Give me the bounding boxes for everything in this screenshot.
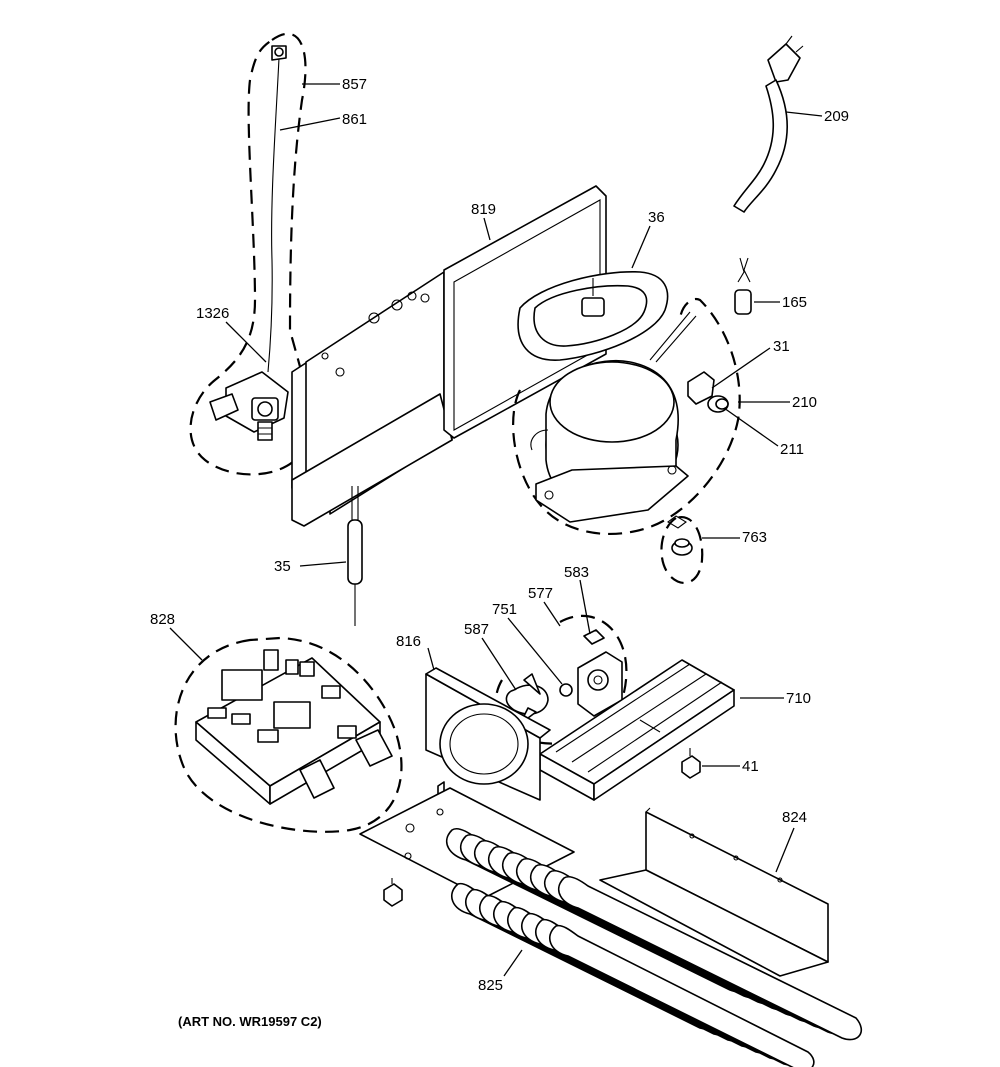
relay-overload-parts xyxy=(687,371,729,413)
art-number-caption: (ART NO. WR19597 C2) xyxy=(178,1014,322,1029)
back-panel xyxy=(291,185,607,527)
screw-41 xyxy=(681,748,701,779)
water-valve-group xyxy=(189,32,310,476)
callout-165: 165 xyxy=(782,294,807,311)
callout-209: 209 xyxy=(824,108,849,125)
callout-36: 36 xyxy=(648,209,665,226)
condenser-coil xyxy=(446,827,862,1067)
callout-1326: 1326 xyxy=(196,305,229,322)
coil-loop xyxy=(558,875,862,1041)
coil-loop-lower xyxy=(548,924,815,1067)
compressor-tray xyxy=(517,271,697,363)
callout-583: 583 xyxy=(564,564,589,581)
leader-lines xyxy=(169,83,823,977)
callout-857: 857 xyxy=(342,76,367,93)
callout-828: 828 xyxy=(150,611,175,628)
callout-861: 861 xyxy=(342,111,367,128)
fan-shroud xyxy=(425,667,551,801)
fan-motor-group xyxy=(494,614,628,745)
callout-31: 31 xyxy=(773,338,790,355)
callout-labels: 857 861 209 819 36 165 1326 31 210 211 7… xyxy=(150,76,849,994)
callout-763: 763 xyxy=(742,529,767,546)
callout-710: 710 xyxy=(786,690,811,707)
base-rails xyxy=(539,659,735,801)
callout-577: 577 xyxy=(528,585,553,602)
callout-210: 210 xyxy=(792,394,817,411)
callout-211: 211 xyxy=(780,441,804,458)
callout-35: 35 xyxy=(274,558,291,575)
callout-41: 41 xyxy=(742,758,759,775)
control-board-group xyxy=(174,636,403,833)
power-cord xyxy=(733,35,804,213)
callout-825: 825 xyxy=(478,977,503,994)
grommet-group xyxy=(660,515,704,584)
callout-819: 819 xyxy=(471,201,496,218)
callout-587: 587 xyxy=(464,621,489,638)
drain-pan xyxy=(599,807,829,977)
compressor-group xyxy=(512,297,741,535)
callout-751: 751 xyxy=(492,601,517,618)
callout-824: 824 xyxy=(782,809,807,826)
capacitor xyxy=(734,257,752,315)
drier xyxy=(347,486,363,626)
callout-816: 816 xyxy=(396,633,421,650)
screw-lower xyxy=(383,878,403,907)
